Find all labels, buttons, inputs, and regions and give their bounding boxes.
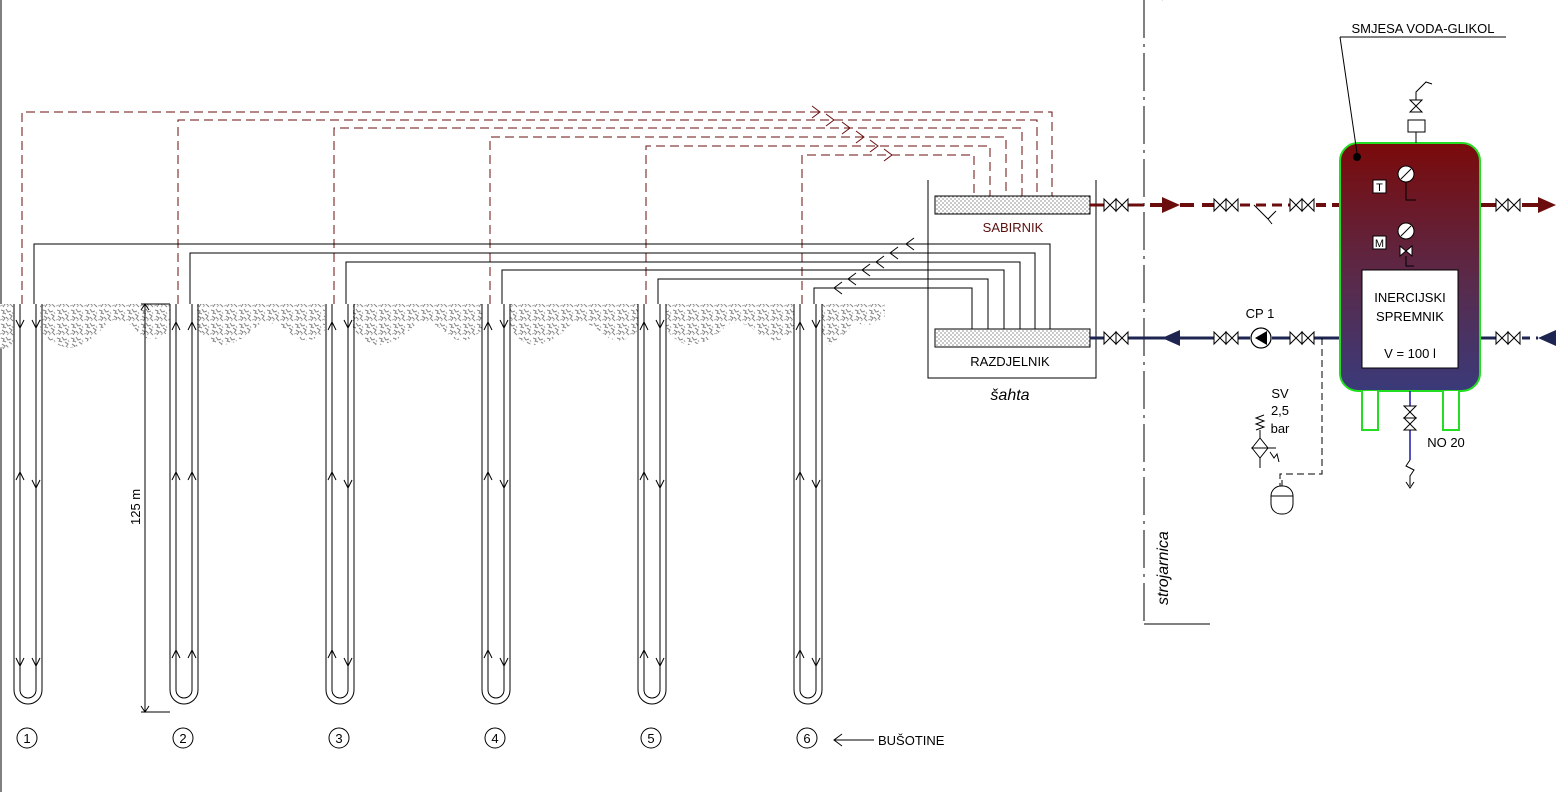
tube-flow-arrows bbox=[15, 319, 821, 668]
borehole-number-3: 3 bbox=[328, 727, 350, 749]
drain-label: NO 20 bbox=[1427, 435, 1465, 450]
pump-label: CP 1 bbox=[1246, 306, 1275, 321]
manometer-label: M bbox=[1375, 238, 1384, 250]
depth-label: 125 m bbox=[128, 489, 143, 525]
distributor-manifold bbox=[934, 328, 1091, 348]
collector-label: SABIRNIK bbox=[983, 220, 1044, 235]
return-solid-lines bbox=[33, 243, 1051, 330]
distributor-label: RAZDJELNIK bbox=[970, 354, 1050, 369]
shaft-enclosure bbox=[927, 180, 1097, 379]
machine-room-label: strojarnica bbox=[1155, 531, 1172, 605]
borehole-number-4: 4 bbox=[484, 727, 506, 749]
svg-text:1: 1 bbox=[23, 731, 30, 746]
supply-arrows bbox=[811, 105, 893, 162]
buffer-tank bbox=[1339, 142, 1481, 431]
boreholes-pointer-arrow bbox=[833, 733, 874, 747]
depth-dimension bbox=[140, 303, 170, 713]
return-pipe bbox=[1090, 330, 1556, 346]
safety-valve-label-3: bar bbox=[1271, 421, 1290, 436]
manometer-icon bbox=[1372, 222, 1415, 267]
svg-text:2: 2 bbox=[179, 731, 186, 746]
thermometer-label: T bbox=[1376, 182, 1383, 194]
borehole-number-6: 6 bbox=[796, 727, 818, 749]
supply-dashed-lines bbox=[21, 111, 1053, 304]
svg-text:4: 4 bbox=[491, 731, 498, 746]
borehole-number-2: 2 bbox=[172, 727, 194, 749]
svg-text:6: 6 bbox=[803, 731, 810, 746]
borehole-u-tubes bbox=[13, 304, 823, 705]
supply-valves bbox=[1103, 197, 1521, 213]
air-vent-icon bbox=[1407, 81, 1433, 143]
safety-valve-label-2: 2,5 bbox=[1271, 403, 1289, 418]
return-arrows bbox=[833, 237, 915, 295]
ground-strip bbox=[0, 304, 885, 349]
borehole-number-5: 5 bbox=[640, 727, 662, 749]
return-valves bbox=[1103, 330, 1521, 346]
tank-label-1: INERCIJSKI bbox=[1374, 290, 1446, 305]
mixture-leader bbox=[1339, 36, 1506, 154]
boreholes-label: BUŠOTINE bbox=[878, 733, 945, 748]
collector-manifold bbox=[934, 195, 1091, 215]
thermometer-icon bbox=[1372, 165, 1416, 201]
tank-label-2: SPREMNIK bbox=[1376, 309, 1444, 324]
mixture-label: SMJESA VODA-GLIKOL bbox=[1351, 21, 1494, 36]
svg-text:3: 3 bbox=[335, 731, 342, 746]
shaft-label: šahta bbox=[990, 387, 1029, 404]
tank-volume-label: V = 100 l bbox=[1384, 346, 1436, 361]
borehole-number-1: 1 bbox=[16, 727, 38, 749]
supply-pipe bbox=[1090, 197, 1556, 213]
drain-valve bbox=[1402, 391, 1418, 489]
pump-icon bbox=[1250, 327, 1272, 349]
svg-text:5: 5 bbox=[647, 731, 654, 746]
safety-valve-label-1: SV bbox=[1271, 386, 1289, 401]
safety-valve-line bbox=[1279, 338, 1323, 486]
safety-valve-icon bbox=[1250, 414, 1280, 468]
strainer-icon bbox=[1253, 204, 1277, 225]
expansion-vessel-icon bbox=[1270, 480, 1294, 515]
